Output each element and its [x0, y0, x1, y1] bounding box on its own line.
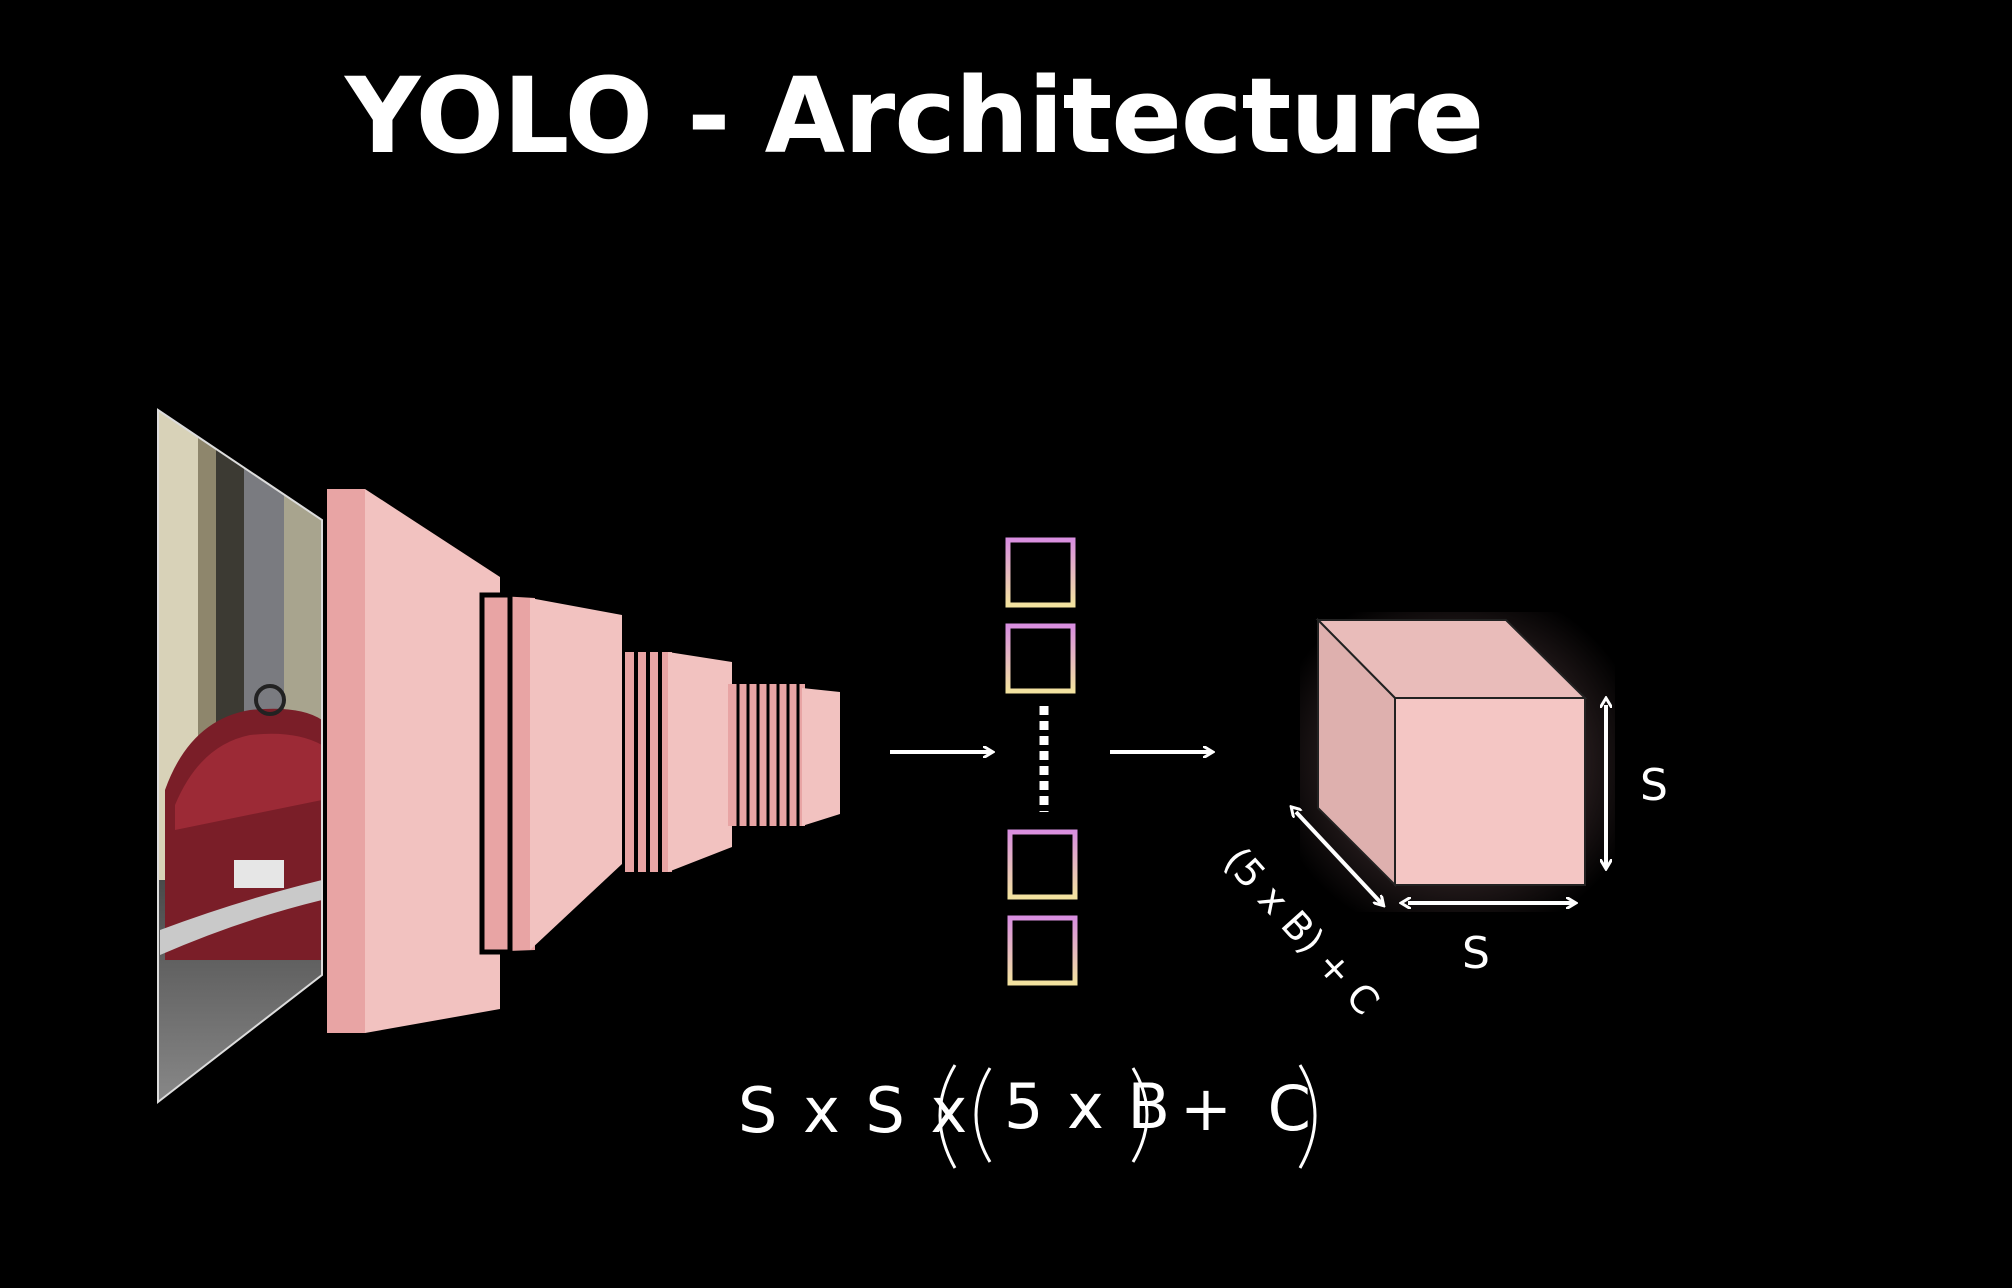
formula-prefix: S x S x: [738, 1074, 970, 1147]
conv-layer-2: [479, 592, 622, 955]
input-image-icon: [157, 408, 323, 1105]
cube-front-face: [1394, 697, 1586, 886]
inner-paren-left: [974, 1067, 992, 1163]
output-shape-formula: S x S x 5 x B + C: [738, 1064, 1319, 1169]
double-arrow-icon: [1296, 812, 1383, 905]
formula-suffix: + C: [1180, 1072, 1319, 1145]
output-tensor-cube: [1300, 612, 1615, 912]
outer-paren-left: [938, 1064, 957, 1169]
conv-layer-1: [327, 489, 500, 1033]
neuron: [1007, 915, 1078, 986]
neuron: [1005, 623, 1076, 694]
conv-layer-4: [728, 684, 840, 826]
outer-paren-right: [1298, 1064, 1317, 1169]
cube-width-label: S: [1462, 928, 1490, 979]
conv-layer-3: [625, 652, 732, 872]
cube-height-label: S: [1640, 760, 1668, 811]
neuron: [1005, 537, 1076, 608]
inner-paren-right: [1131, 1067, 1149, 1163]
neuron: [1007, 829, 1078, 900]
page-title: YOLO - Architecture: [345, 55, 1484, 177]
fully-connected-layer: [1005, 537, 1078, 986]
formula-inner: 5 x B: [1004, 1070, 1172, 1143]
